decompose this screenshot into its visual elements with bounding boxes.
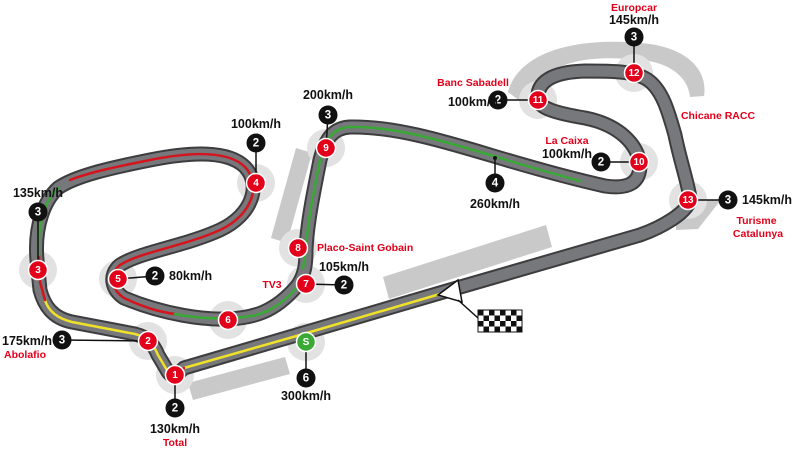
turn-number-7: 7 xyxy=(303,279,309,290)
gear-number-13: 3 xyxy=(725,195,731,207)
speed-label-12: 145km/h xyxy=(609,13,659,27)
gear-number-3: 3 xyxy=(35,207,41,219)
gear-number-10: 2 xyxy=(598,157,604,169)
gear-badge-12 xyxy=(624,27,644,47)
track xyxy=(29,63,698,383)
line-green-turn-8-9 xyxy=(301,125,352,270)
gear-badge-1 xyxy=(165,398,185,418)
sponsor-label-11: Banc Sabadell xyxy=(437,77,509,89)
line-green-turn-6 xyxy=(173,280,302,320)
turn-number-5: 5 xyxy=(115,274,121,285)
turn-number-11: 11 xyxy=(533,95,544,106)
runoff-pit-straight xyxy=(383,225,552,299)
gear-badge-9 xyxy=(318,105,338,125)
turn-marker-9 xyxy=(315,137,337,159)
turn-marker-6 xyxy=(217,309,239,331)
turn-number-1: 1 xyxy=(172,370,178,381)
speed-label-back-straight: 260km/h xyxy=(470,197,520,211)
gear-number-2: 3 xyxy=(59,335,65,347)
runoff-turn-8 xyxy=(271,148,312,243)
gear-number-11: 2 xyxy=(495,95,501,107)
gear-badge-4 xyxy=(246,133,266,153)
sponsor-label-13: Turisme Catalunya xyxy=(733,215,783,240)
speed-label-10: 100km/h xyxy=(542,147,592,161)
turn-number-6: 6 xyxy=(225,315,231,326)
speed-label-7: 105km/h xyxy=(319,260,369,274)
gear-number-9: 3 xyxy=(325,110,331,122)
speed-label-3: 135km/h xyxy=(13,186,63,200)
gear-badge-start xyxy=(296,368,316,388)
speed-label-2: 175km/h xyxy=(2,334,52,348)
turn-marker-11 xyxy=(527,89,549,111)
turn-marker-12 xyxy=(623,62,645,84)
turn-marker-10 xyxy=(628,151,650,173)
speed-label-5: 80km/h xyxy=(169,269,212,283)
turn-number-10: 10 xyxy=(633,157,645,168)
turn-marker-4 xyxy=(245,172,267,194)
turn-marker-3 xyxy=(27,259,49,281)
gear-badge-13 xyxy=(718,190,738,210)
gear-badge-3 xyxy=(28,202,48,222)
turn-number-8: 8 xyxy=(295,243,301,254)
sponsor-label-chicane: Chicane RACC xyxy=(681,110,756,122)
sponsor-label-13-text-2: Catalunya xyxy=(733,228,783,240)
gear-connector-2 xyxy=(61,339,149,342)
finish-arrow-icon xyxy=(436,278,463,304)
runoff-areas xyxy=(188,41,720,400)
corner-labels: 130km/h Total 175km/h Abolafio 135km/h 1… xyxy=(2,2,792,449)
finish-line xyxy=(436,278,523,333)
turn-marker-7 xyxy=(295,273,317,295)
gear-number-7: 2 xyxy=(341,280,347,292)
speed-label-1: 130km/h xyxy=(150,422,200,436)
sponsor-label-10: La Caixa xyxy=(545,135,588,147)
gear-number-4: 2 xyxy=(253,138,259,150)
sponsor-label-2: Abolafio xyxy=(4,349,46,361)
line-braking-turn-4 xyxy=(68,152,255,267)
speed-label-4: 100km/h xyxy=(231,117,281,131)
sponsor-label-12: Europcar xyxy=(611,2,657,14)
start-marker-label: S xyxy=(303,337,310,348)
gear-number-12: 3 xyxy=(631,32,637,44)
gear-badge-5 xyxy=(145,266,165,286)
turn-marker-2 xyxy=(137,330,159,352)
speed-label-13: 145km/h xyxy=(742,193,792,207)
sponsor-label-13-text: Turisme xyxy=(737,215,777,227)
turn-number-2: 2 xyxy=(145,336,151,347)
gear-badge-10 xyxy=(591,152,611,172)
chequered-flag-icon xyxy=(477,309,523,333)
track-surface xyxy=(31,65,696,381)
gear-badge-2 xyxy=(52,330,72,350)
turn-marker-8 xyxy=(287,237,309,259)
start-marker xyxy=(295,331,317,353)
gear-badge-11 xyxy=(488,90,508,110)
corner-halos xyxy=(19,54,707,394)
finish-connector xyxy=(457,299,479,319)
speed-label-11: 100km/h xyxy=(448,95,498,109)
turn-number-4: 4 xyxy=(253,178,259,189)
sponsor-label-7: TV3 xyxy=(262,279,281,291)
gear-number-1: 2 xyxy=(172,403,178,415)
turn-marker-5 xyxy=(107,268,129,290)
gear-badge-back-straight xyxy=(485,173,505,193)
turn-number-3: 3 xyxy=(35,265,41,276)
speed-label-start: 300km/h xyxy=(281,389,331,403)
sponsor-label-8: Placo-Saint Gobain xyxy=(317,242,413,254)
gear-number-5: 2 xyxy=(152,271,158,283)
turn-marker-1 xyxy=(164,364,186,386)
back-straight-point xyxy=(493,156,497,160)
turn-number-9: 9 xyxy=(323,143,329,154)
gear-number-start: 6 xyxy=(303,373,309,385)
speed-label-9: 200km/h xyxy=(303,88,353,102)
sponsor-label-1: Total xyxy=(163,437,187,449)
runoff-chicane-12 xyxy=(508,41,705,104)
runoff-turn-1 xyxy=(188,357,290,400)
turn-number-12: 12 xyxy=(628,68,640,79)
line-green-back-straight xyxy=(348,125,582,183)
gear-badge-7 xyxy=(334,275,354,295)
turn-marker-13 xyxy=(677,189,699,211)
gear-number-back-straight: 4 xyxy=(492,178,499,190)
turn-number-13: 13 xyxy=(682,195,694,206)
